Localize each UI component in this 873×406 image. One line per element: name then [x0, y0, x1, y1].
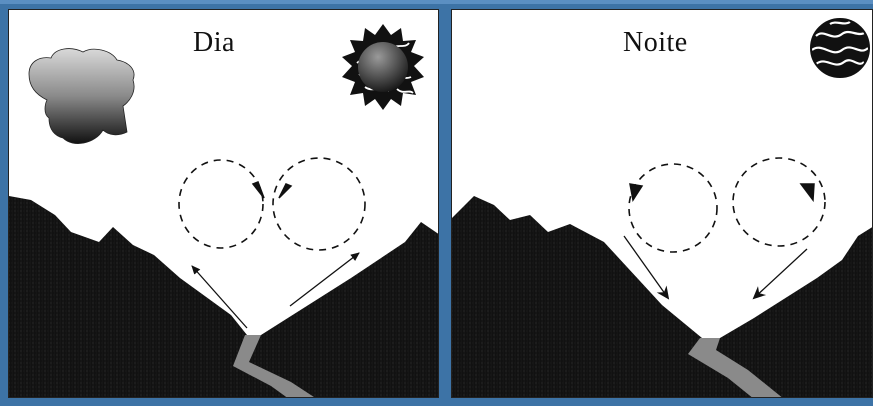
sun-icon — [342, 24, 424, 110]
mountain-range — [452, 196, 873, 398]
loop-arrowhead-right — [279, 184, 291, 198]
circulation-loop-right — [733, 158, 825, 246]
day-panel: Dia — [8, 9, 439, 398]
night-scene — [452, 10, 873, 398]
circulation-loop-left — [179, 160, 263, 248]
day-scene — [9, 10, 439, 398]
loop-arrowhead-left — [630, 184, 642, 200]
night-title: Noite — [623, 27, 688, 59]
night-panel: Noite — [451, 9, 873, 398]
loop-arrowhead-right — [801, 184, 814, 200]
moon-icon — [811, 19, 869, 77]
loop-arrowhead-left — [253, 182, 264, 198]
day-title: Dia — [193, 27, 235, 59]
mountain-range — [9, 196, 439, 398]
circulation-loop-right — [273, 158, 365, 250]
circulation-loop-left — [629, 164, 717, 252]
cloud-icon — [29, 49, 134, 144]
top-rule — [0, 0, 873, 4]
